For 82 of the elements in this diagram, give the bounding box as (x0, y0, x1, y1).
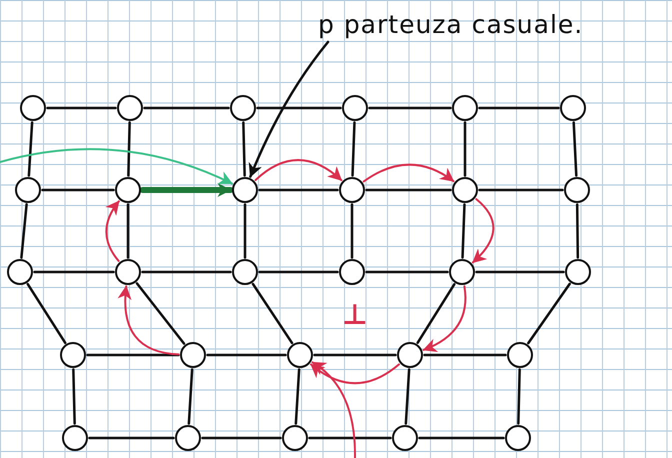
edge-line (478, 106, 560, 110)
arrow (312, 361, 356, 458)
graph-node-circle (564, 258, 590, 284)
edge-line (126, 203, 130, 259)
edge-line (242, 121, 246, 177)
edge-line (33, 270, 115, 274)
graph-node-circle (504, 424, 530, 450)
edge-line (136, 282, 186, 345)
graph-node-circle (338, 176, 364, 202)
edge-line (404, 368, 410, 425)
graph-node-circle (20, 94, 46, 120)
edge-line (517, 368, 521, 425)
edge-line (416, 283, 456, 344)
edge-line (201, 436, 282, 440)
edge-line (86, 354, 180, 356)
edge-line (308, 436, 392, 440)
edge-line (418, 436, 505, 440)
graph-node-circle (452, 94, 478, 120)
edge-line (258, 270, 339, 274)
edge-line (46, 106, 117, 110)
edge-line (28, 121, 34, 177)
edge-line (143, 106, 230, 110)
edge-line (41, 188, 115, 192)
edge-line (365, 270, 449, 274)
edge-line (244, 203, 246, 259)
arrow (0, 148, 233, 185)
graph-node-circle (560, 94, 586, 120)
graph-node-circle (60, 342, 86, 368)
graph-node-circle (116, 94, 142, 120)
graph-node-circle (448, 258, 474, 284)
edge-line (20, 203, 28, 259)
graph-node-circle (286, 342, 312, 368)
arrow (118, 285, 180, 356)
graph-node-circle (452, 176, 478, 202)
graph-node-circle (564, 176, 590, 202)
graph-node-circle (338, 258, 364, 284)
arrow (254, 159, 342, 182)
edge-line (252, 282, 294, 344)
graph-node-circle (232, 176, 258, 202)
edge-line (294, 368, 300, 425)
edge-line (256, 106, 342, 110)
edge-line (141, 270, 232, 274)
edge-line (188, 368, 194, 425)
graph-node-circle (180, 342, 206, 368)
graph-node-circle (114, 176, 140, 202)
edge-line (351, 121, 356, 177)
edge-line (365, 188, 452, 192)
arrow (140, 183, 234, 197)
edge-line (423, 354, 507, 356)
annotation-text: p parteuza casuale. (318, 10, 584, 39)
graph-node-circle (342, 94, 368, 120)
graph-node-circle (114, 258, 140, 284)
graph-node-circle (14, 176, 40, 202)
edge-line (88, 436, 175, 440)
arrow (362, 164, 454, 182)
edge-line (368, 106, 452, 110)
edge-line (313, 354, 397, 356)
edge-line (576, 203, 580, 259)
arrow (472, 198, 494, 264)
arrow (105, 200, 120, 262)
edge-line (258, 188, 339, 192)
edge-line (478, 188, 564, 192)
arrow (422, 285, 466, 352)
graph-node-circle (62, 424, 88, 450)
edge-line (475, 270, 565, 274)
graph-node-circle (232, 258, 258, 284)
graph-node-circle (6, 258, 32, 284)
edge-line (206, 354, 287, 356)
edge-line (572, 121, 578, 177)
edge-line (350, 203, 354, 259)
edge-line (72, 368, 76, 425)
edge-line (461, 203, 466, 259)
annotation-symbol: ⊥ (342, 298, 368, 331)
edge-line (464, 121, 466, 177)
arrow (310, 363, 400, 384)
edge-line (127, 121, 131, 177)
graph-node-circle (282, 424, 308, 450)
graph-node-circle (392, 424, 418, 450)
graph-node-circle (230, 94, 256, 120)
graph-node-circle (174, 424, 200, 450)
graph-node-circle (396, 342, 422, 368)
graph-node-circle (506, 342, 532, 368)
